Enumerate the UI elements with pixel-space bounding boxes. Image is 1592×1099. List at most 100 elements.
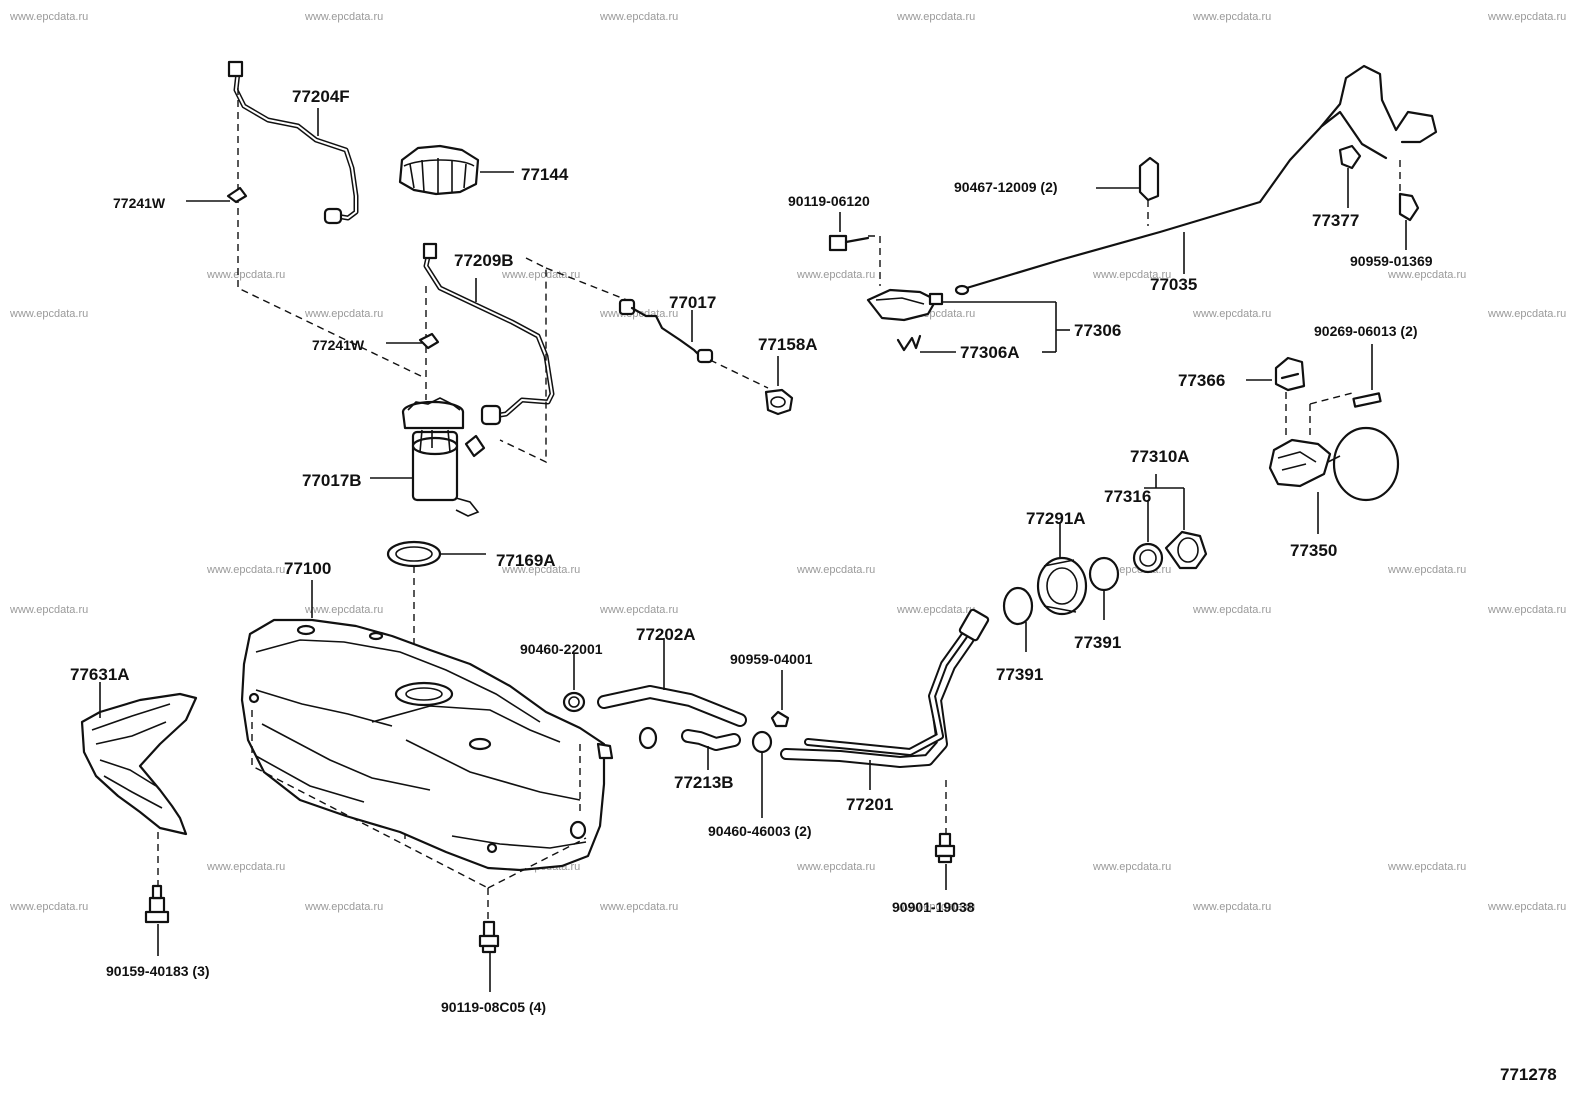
insulator-77631A-drawing [80,692,198,836]
label-77366: 77366 [1178,371,1225,390]
watermark: www.epcdata.ru [304,11,383,23]
gasket-77391-b-drawing [1088,556,1120,592]
watermark: www.epcdata.ru [206,564,285,576]
watermark: www.epcdata.ru [796,861,875,873]
label-90460-46003: 90460-46003 (2) [708,823,812,839]
label-90119-06120: 90119-06120 [788,193,870,209]
watermark: www.epcdata.ru [501,269,580,281]
bolt-90901-19038-drawing [934,832,956,864]
label-77201: 77201 [846,795,893,814]
label-90159-40183: 90159-40183 (3) [106,963,210,979]
label-90269-06013: 90269-06013 (2) [1314,323,1418,339]
watermark: www.epcdata.ru [206,861,285,873]
watermark: www.epcdata.ru [896,11,975,23]
label-77017: 77017 [669,293,716,312]
label-77204F: 77204F [292,87,350,106]
watermark: www.epcdata.ru [9,11,88,23]
watermark: www.epcdata.ru [1092,861,1171,873]
label-77316: 77316 [1104,487,1151,506]
lid-clip-90467-12009-drawing [1138,156,1160,202]
gasket-77391-a-drawing [1002,586,1034,626]
watermark-layer: www.epcdata.ru www.epcdata.ru www.epcdat… [9,11,1566,913]
label-90119-08C05: 90119-08C05 (4) [441,999,546,1015]
watermark: www.epcdata.ru [1487,308,1566,320]
watermark: www.epcdata.ru [796,564,875,576]
fuel-sender-77017-drawing [618,298,714,364]
bolt-90119-08C05-drawing [478,920,500,954]
watermark: www.epcdata.ru [304,604,383,616]
label-90959-04001: 90959-04001 [730,651,813,667]
watermark: www.epcdata.ru [9,901,88,913]
fuel-tank-77100-drawing [240,618,614,872]
watermark: www.epcdata.ru [1387,564,1466,576]
label-77306: 77306 [1074,321,1121,340]
lid-cable-77035-drawing [954,64,1438,296]
label-77100: 77100 [284,559,331,578]
label-77291A: 77291A [1026,509,1086,528]
watermark: www.epcdata.ru [896,901,975,913]
watermark: www.epcdata.ru [896,604,975,616]
label-77169A: 77169A [496,551,556,570]
watermark: www.epcdata.ru [1092,269,1171,281]
watermark: www.epcdata.ru [1487,604,1566,616]
watermark: www.epcdata.ru [599,11,678,23]
label-77158A: 77158A [758,335,818,354]
lid-hinge-77366-drawing [1274,356,1306,392]
clip-90959-01369-drawing [1398,192,1420,222]
fuel-cap-77310A-drawing [1164,530,1208,570]
watermark: www.epcdata.ru [1487,11,1566,23]
filler-pipe-77201-drawing [780,608,990,768]
seal-77316-drawing [1132,542,1164,574]
hose-77213B-drawing [638,726,773,754]
watermark: www.epcdata.ru [9,308,88,320]
fuel-lid-77350-drawing [1268,426,1400,502]
watermark: www.epcdata.ru [1487,901,1566,913]
retainer-ring-77144-drawing [398,144,480,196]
label-77241W-top: 77241W [113,195,166,211]
watermark: www.epcdata.ru [599,901,678,913]
watermark: www.epcdata.ru [304,308,383,320]
clamp-77377-drawing [1338,144,1362,170]
watermark: www.epcdata.ru [9,604,88,616]
screw-90269-06013-drawing [1352,392,1382,408]
label-77350: 77350 [1290,541,1337,560]
clamp-90460-22001-drawing [562,691,586,713]
label-77241W-mid: 77241W [312,337,365,353]
label-77017B: 77017B [302,471,362,490]
label-77209B: 77209B [454,251,514,270]
label-77202A: 77202A [636,625,696,644]
watermark: www.epcdata.ru [796,269,875,281]
watermark: www.epcdata.ru [599,604,678,616]
label-77144: 77144 [521,165,569,184]
label-90959-01369: 90959-01369 [1350,253,1433,269]
gasket-77169A-drawing [386,540,442,568]
watermark: www.epcdata.ru [599,308,678,320]
fuel-tube-77204F-drawing [227,60,359,225]
bolt-90159-40183-drawing [144,884,170,924]
watermark: www.epcdata.ru [1192,308,1271,320]
hose-77202A-drawing [597,685,747,727]
diagram-code: 771278 [1500,1065,1557,1084]
label-77377: 77377 [1312,211,1359,230]
clip-77241W-top [226,186,248,204]
bolt-90119-06120-drawing [828,234,870,252]
watermark: www.epcdata.ru [304,901,383,913]
watermark: www.epcdata.ru [1387,861,1466,873]
label-77306A: 77306A [960,343,1020,362]
clip-77241W-mid [418,332,440,350]
watermark: www.epcdata.ru [1192,11,1271,23]
label-77035: 77035 [1150,275,1197,294]
label-77213B: 77213B [674,773,734,792]
watermark: www.epcdata.ru [1387,269,1466,281]
fuel-pump-77017B-drawing [401,397,486,517]
watermark: www.epcdata.ru [1192,901,1271,913]
label-77391-a: 77391 [996,665,1043,684]
lid-lock-77306-drawing [866,288,944,352]
clamp-90959-04001-drawing [770,710,790,728]
label-90467-12009: 90467-12009 (2) [954,179,1058,195]
label-77631A: 77631A [70,665,130,684]
label-90901-19038: 90901-19038 [892,899,975,915]
filler-neck-77291A-drawing [1036,556,1088,616]
watermark: www.epcdata.ru [501,564,580,576]
